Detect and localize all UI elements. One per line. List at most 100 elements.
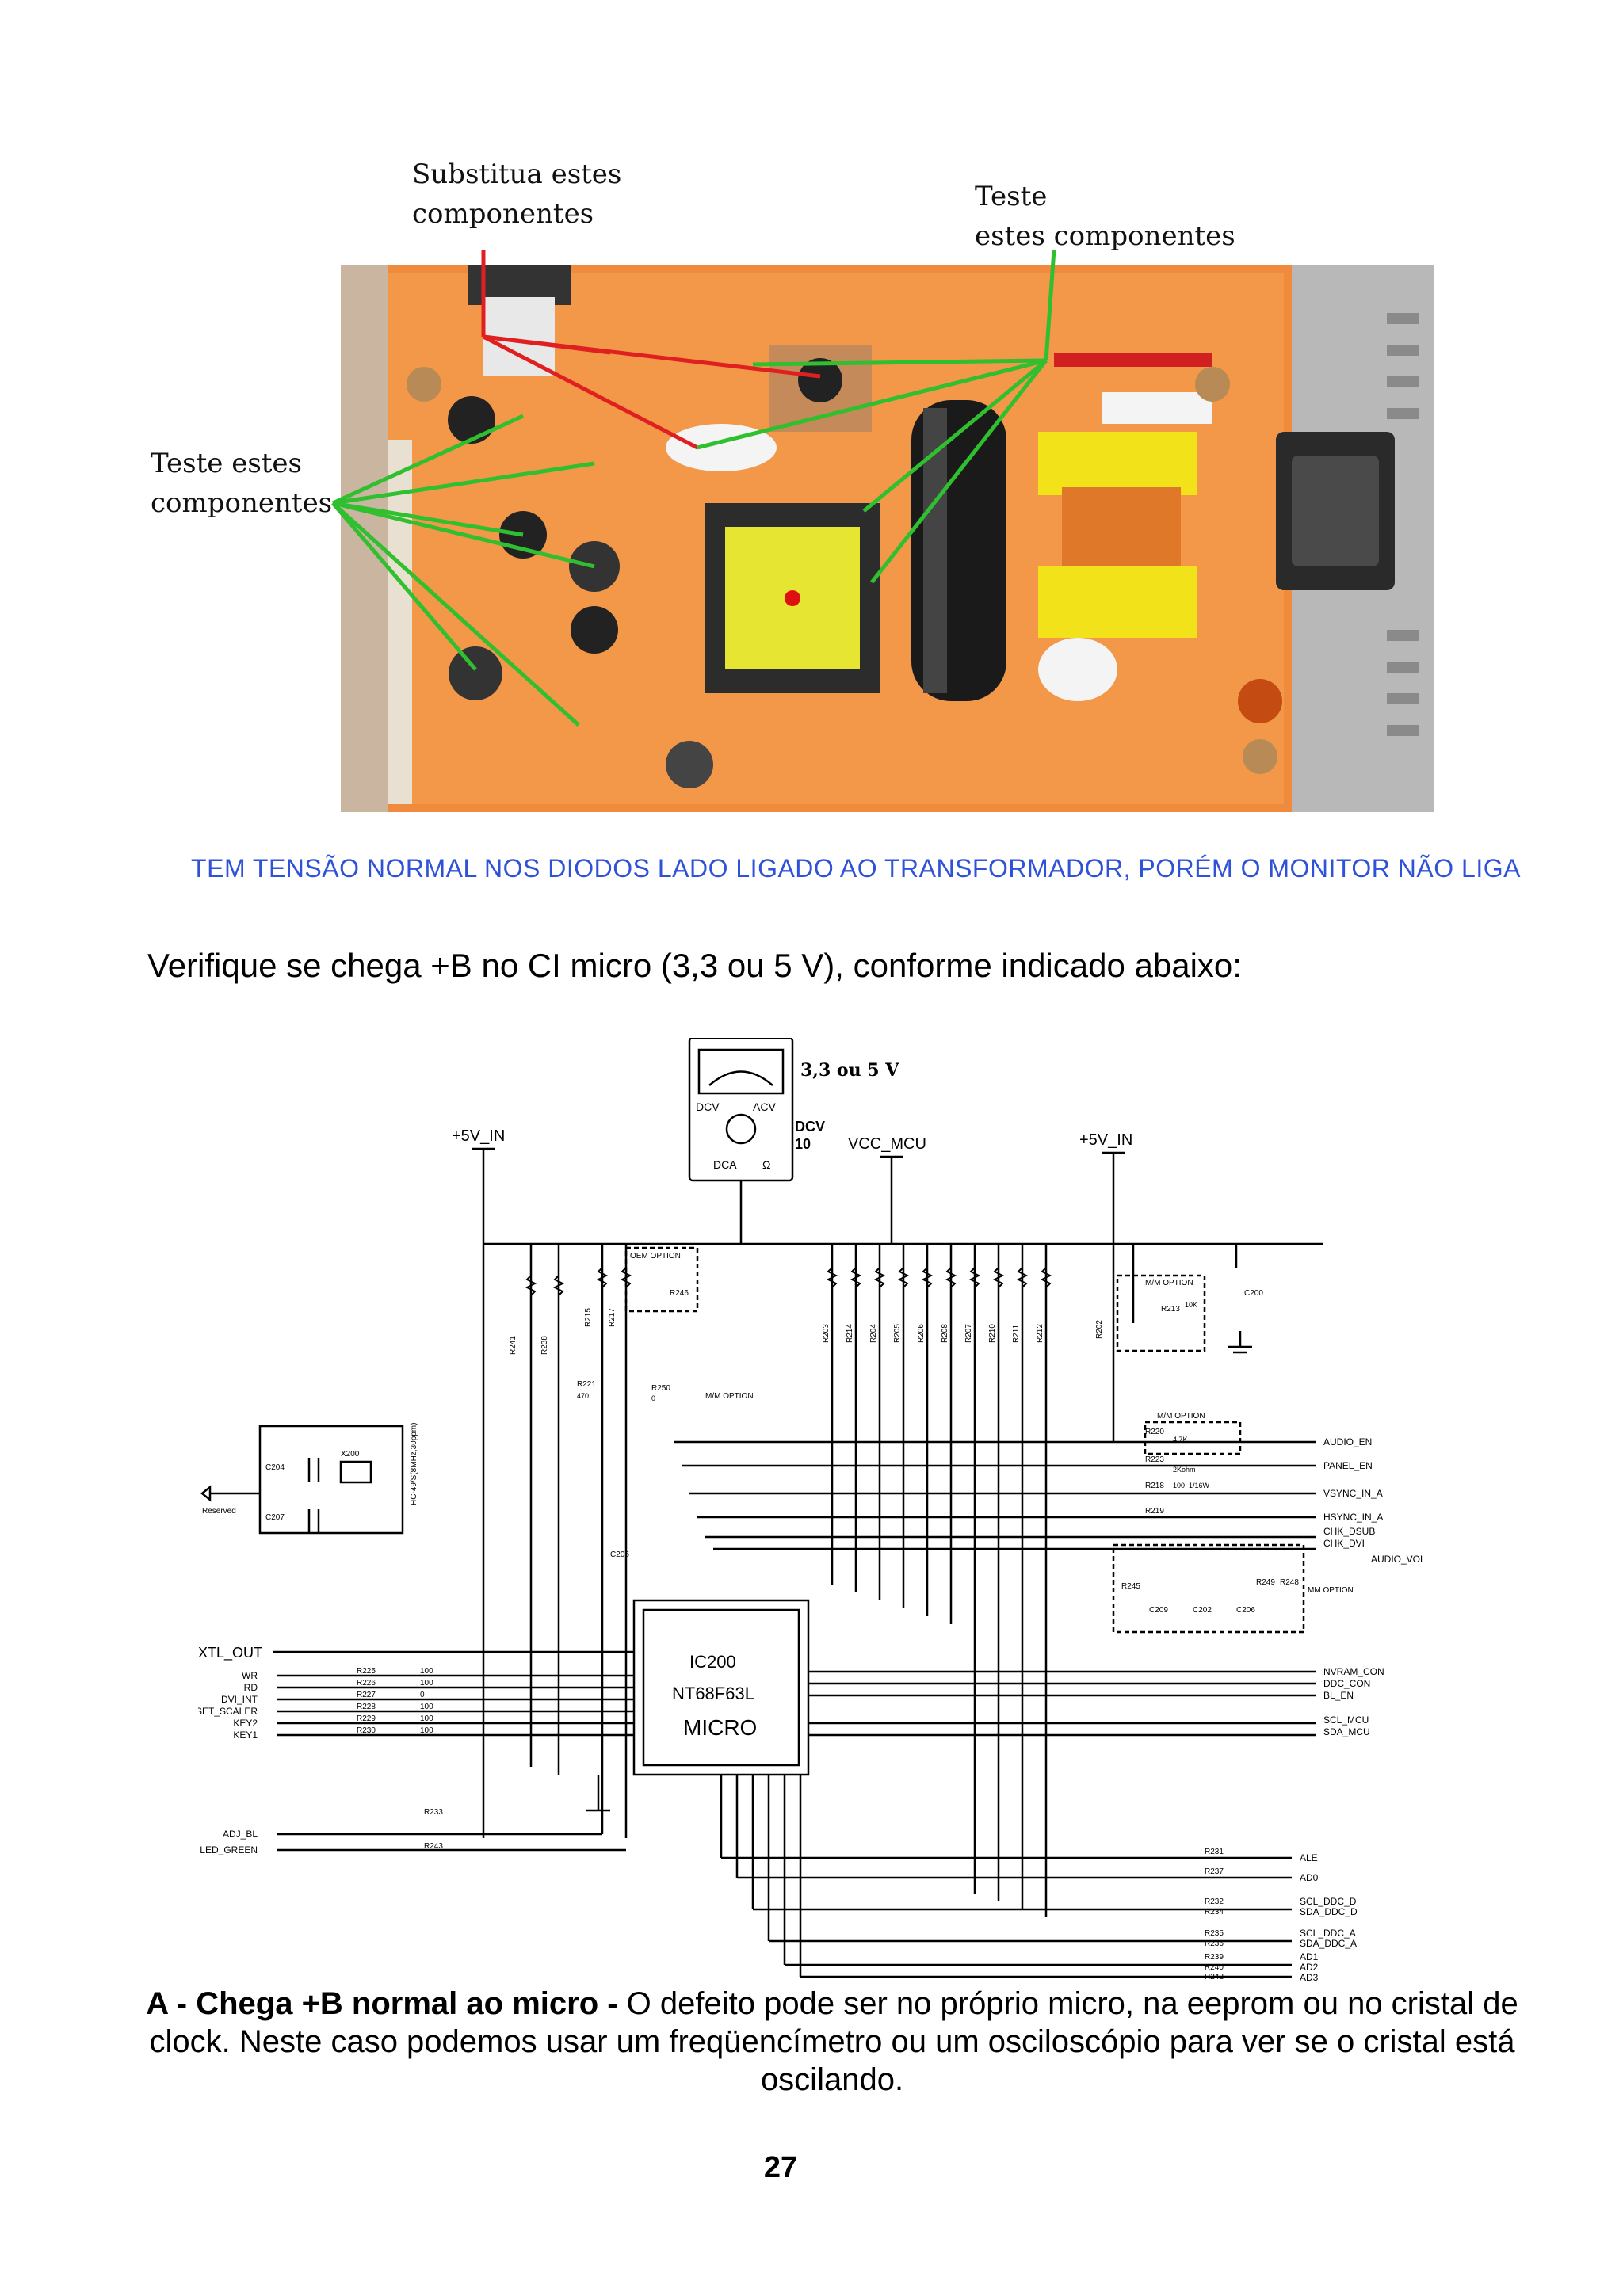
label-r250: R250 xyxy=(651,1384,670,1393)
label-r248: R248 xyxy=(1280,1578,1299,1587)
annotation-test-left: Teste estes componentes xyxy=(151,444,332,523)
input-key2: KEY2 xyxy=(233,1718,258,1729)
label-r232: R232 xyxy=(1205,1897,1224,1906)
value-0: 0 xyxy=(651,1394,655,1402)
label-r213: R213 xyxy=(1161,1305,1180,1314)
output-scl-mcu: SCL_MCU xyxy=(1323,1714,1369,1726)
label-r239: R239 xyxy=(1205,1953,1224,1962)
label-r225: R225 xyxy=(357,1667,376,1676)
annotation-replace-line1: Substitua estes xyxy=(412,158,622,190)
output-vsync-in-a: VSYNC_IN_A xyxy=(1323,1488,1383,1499)
label-c205: C205 xyxy=(610,1550,629,1559)
label-mm-option-4: MM OPTION xyxy=(1308,1586,1354,1595)
label-mm-option-2: M/M OPTION xyxy=(705,1392,754,1401)
power-board-illustration xyxy=(331,249,1434,812)
label-r220: R220 xyxy=(1145,1428,1164,1436)
meter-range-value: 10 xyxy=(795,1136,811,1152)
output-ad1: AD1 xyxy=(1300,1951,1319,1962)
output-sda-ddc-d: SDA_DDC_D xyxy=(1300,1906,1358,1917)
annotation-test-left-line2: componentes xyxy=(151,487,333,519)
label-r218: R218 xyxy=(1145,1482,1164,1490)
output-scl-ddc-a: SCL_DDC_A xyxy=(1300,1928,1356,1939)
label-r228: R228 xyxy=(357,1703,376,1711)
output-sda-ddc-a: SDA_DDC_A xyxy=(1300,1938,1357,1949)
label-xtal-ref: X200 xyxy=(341,1450,360,1459)
label-r221: R221 xyxy=(577,1380,596,1389)
rail-left-5v: +5V_IN xyxy=(452,1127,505,1145)
value-10k: 10K xyxy=(1185,1301,1197,1309)
meter-range-mode: DCV xyxy=(795,1119,825,1135)
label-r246: R246 xyxy=(670,1289,689,1298)
label-r210: R210 xyxy=(988,1324,997,1343)
output-hsync-in-a: HSYNC_IN_A xyxy=(1323,1512,1383,1523)
label-r231: R231 xyxy=(1205,1848,1224,1856)
label-r241: R241 xyxy=(509,1336,517,1355)
meter-acv-label: ACV xyxy=(753,1100,776,1113)
output-sda-mcu: SDA_MCU xyxy=(1323,1726,1370,1737)
label-r226: R226 xyxy=(357,1679,376,1688)
label-reserved: Reserved xyxy=(202,1507,236,1516)
conclusion-body: O defeito pode ser no próprio micro, na … xyxy=(149,1986,1518,2097)
label-r217: R217 xyxy=(608,1308,617,1327)
label-c204: C204 xyxy=(265,1463,285,1472)
top-resistor-labels: R203 R214 R204 R205 R206 R208 R207 R210 … xyxy=(822,1324,1044,1343)
output-audio-vol: AUDIO_VOL xyxy=(1371,1554,1426,1565)
meter-dca-label: DCA xyxy=(713,1158,737,1171)
value-1-16w: 1/16W xyxy=(1189,1482,1210,1489)
label-r212: R212 xyxy=(1036,1324,1044,1343)
ic-ref: IC200 xyxy=(689,1652,736,1672)
label-r215: R215 xyxy=(584,1308,593,1327)
label-r205: R205 xyxy=(893,1324,902,1343)
label-r202: R202 xyxy=(1095,1320,1104,1339)
label-r230: R230 xyxy=(357,1726,376,1735)
annotation-test-right-line2: estes componentes xyxy=(975,220,1235,252)
label-r208: R208 xyxy=(941,1324,949,1343)
rail-vcc-mcu: VCC_MCU xyxy=(848,1135,926,1153)
ic-name: MICRO xyxy=(683,1715,757,1740)
output-chk-dsub: CHK_DSUB xyxy=(1323,1526,1375,1537)
label-r235: R235 xyxy=(1205,1929,1224,1938)
output-bl-en: BL_EN xyxy=(1323,1690,1354,1701)
annotation-replace: Substitua estes componentes xyxy=(412,154,621,234)
label-oem-option: OEM OPTION xyxy=(630,1252,681,1261)
input-adj-bl: ADJ_BL xyxy=(223,1829,258,1840)
label-r249: R249 xyxy=(1256,1578,1275,1587)
label-r227: R227 xyxy=(357,1691,376,1699)
conclusion-heading: A - Chega +B normal ao micro - xyxy=(146,1986,618,2021)
input-rd: RD xyxy=(244,1682,258,1693)
label-r223: R223 xyxy=(1145,1455,1164,1464)
rail-right-5v: +5V_IN xyxy=(1079,1131,1132,1149)
annotation-test-right-line1: Teste xyxy=(975,181,1048,212)
output-ale: ALE xyxy=(1300,1852,1318,1863)
label-c207: C207 xyxy=(265,1513,285,1522)
photo-caption: TEM TENSÃO NORMAL NOS DIODOS LADO LIGADO… xyxy=(191,854,1521,883)
label-r207: R207 xyxy=(964,1324,973,1343)
conclusion-paragraph: A - Chega +B normal ao micro - O defeito… xyxy=(119,1985,1545,2099)
label-c206: C206 xyxy=(1236,1606,1255,1615)
label-mm-option-1: M/M OPTION xyxy=(1145,1279,1193,1287)
label-c200: C200 xyxy=(1244,1289,1263,1298)
value-100: 100 xyxy=(1173,1482,1185,1489)
input-key1: KEY1 xyxy=(233,1730,258,1741)
value-r230: 100 xyxy=(420,1726,433,1735)
value-r229: 100 xyxy=(420,1714,433,1723)
label-r240: R240 xyxy=(1205,1963,1224,1972)
label-c209: C209 xyxy=(1149,1606,1168,1615)
value-2kohm: 2Kohm xyxy=(1173,1466,1196,1474)
label-r236: R236 xyxy=(1205,1939,1224,1948)
input-wr: WR xyxy=(242,1670,258,1681)
annotation-test-right: Teste estes componentes xyxy=(975,177,1235,256)
label-r238: R238 xyxy=(540,1336,549,1355)
meter-reading: 3,3 ou 5 V xyxy=(800,1060,899,1081)
value-r225: 100 xyxy=(420,1667,433,1676)
ic-part: NT68F63L xyxy=(672,1684,754,1703)
output-ddc-con: DDC_CON xyxy=(1323,1678,1370,1689)
input-xtl-out: XTL_OUT xyxy=(198,1645,262,1661)
annotation-test-left-line1: Teste estes xyxy=(151,448,303,479)
label-r233: R233 xyxy=(424,1808,443,1817)
label-c202: C202 xyxy=(1193,1606,1212,1615)
value-r228: 100 xyxy=(420,1703,433,1711)
value-r227: 0 xyxy=(420,1691,425,1699)
output-chk-dvi: CHK_DVI xyxy=(1323,1538,1365,1549)
label-mm-option-3: M/M OPTION xyxy=(1157,1412,1205,1421)
